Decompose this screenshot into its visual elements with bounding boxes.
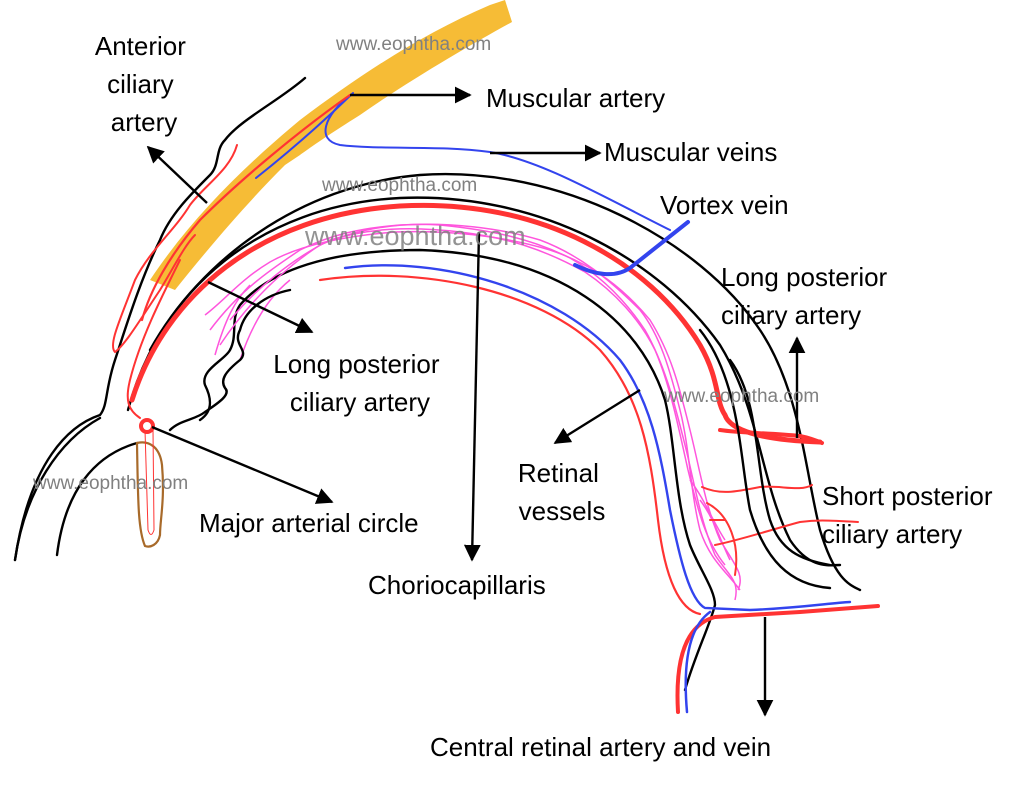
label-muscular-artery: Muscular artery bbox=[486, 83, 665, 113]
label-short-posterior: Short posterior ciliary artery bbox=[822, 481, 1000, 549]
retinal-artery bbox=[318, 274, 702, 616]
label-vortex-vein: Vortex vein bbox=[660, 190, 789, 220]
short-posterior-ciliary-artery-1 bbox=[701, 484, 813, 493]
outer-posterior-curve-2 bbox=[698, 328, 832, 590]
label-long-posterior-right: Long posterior ciliary artery bbox=[721, 262, 894, 330]
arrow-long-posterior-left bbox=[207, 280, 314, 334]
label-major-arterial-circle: Major arterial circle bbox=[199, 508, 419, 538]
label-long-posterior-left: Long posterior ciliary artery bbox=[273, 349, 446, 417]
watermark-top: www.eophtha.com bbox=[335, 34, 491, 55]
vortex-vein bbox=[573, 220, 690, 277]
retinal-vein bbox=[343, 264, 852, 612]
ciliary-process-vessel bbox=[144, 429, 155, 535]
label-muscular-veins: Muscular veins bbox=[604, 137, 777, 167]
anterior-ciliary-artery bbox=[111, 144, 238, 354]
central-retinal-artery bbox=[675, 604, 880, 714]
outer-contour-line bbox=[13, 76, 307, 562]
central-retinal-vein bbox=[684, 610, 712, 714]
retina-line bbox=[198, 248, 717, 692]
ciliary-process bbox=[135, 441, 165, 548]
muscular-artery-vein bbox=[255, 92, 354, 179]
watermark-sclera: www.eophtha.com bbox=[321, 175, 477, 196]
outer-posterior-curve-1 bbox=[728, 358, 832, 567]
short-posterior-ciliary-artery-3 bbox=[706, 502, 738, 576]
anterior-ciliary-branch bbox=[126, 259, 181, 419]
label-choriocapillaris: Choriocapillaris bbox=[368, 570, 546, 600]
arrow-choriocapillaris bbox=[463, 231, 481, 562]
arrow-retinal-vessels bbox=[553, 388, 641, 445]
cornea-inner-line bbox=[55, 441, 139, 557]
extraocular-muscle bbox=[150, 0, 512, 290]
label-central-retinal: Central retinal artery and vein bbox=[430, 732, 771, 762]
muscular-veins-line bbox=[324, 94, 671, 231]
muscular-artery-line bbox=[140, 93, 352, 322]
cornea-outer-line bbox=[13, 416, 102, 562]
label-retinal-vessels: Retinal vessels bbox=[518, 458, 606, 526]
watermark-right: www.eophtha.com bbox=[663, 386, 819, 407]
label-anterior-ciliary: Anterior ciliary artery bbox=[95, 31, 193, 137]
arrow-anterior-ciliary bbox=[146, 145, 208, 204]
major-arterial-circle bbox=[139, 418, 155, 434]
watermark-choroid: www.eophtha.com bbox=[304, 221, 526, 251]
ora-serrata-line bbox=[168, 288, 292, 432]
watermark-left: www.eophtha.com bbox=[32, 473, 188, 494]
sclera-outer-line bbox=[148, 172, 862, 592]
choroid-artery-arc bbox=[129, 202, 823, 445]
arrow-major-arterial-circle bbox=[151, 425, 334, 504]
short-posterior-ciliary-artery-2 bbox=[714, 519, 859, 546]
